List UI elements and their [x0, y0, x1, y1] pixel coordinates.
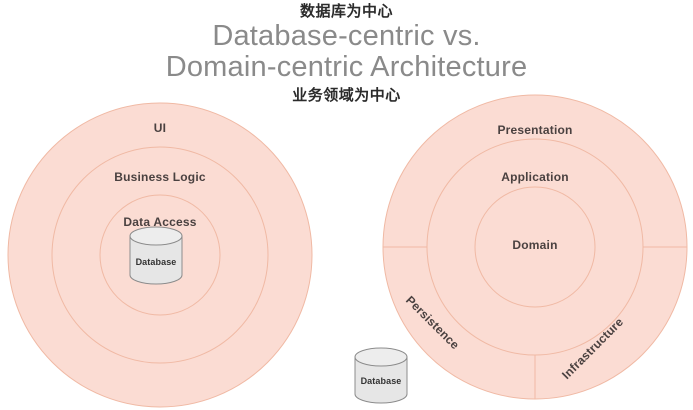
- external-database-cylinder[interactable]: [354, 347, 408, 404]
- left-label-ui: UI: [153, 121, 167, 135]
- right-label-application: Application: [501, 170, 569, 184]
- right-label-presentation: Presentation: [497, 123, 573, 137]
- left-label-business-logic: Business Logic: [114, 170, 206, 184]
- right-label-domain: Domain: [512, 238, 558, 252]
- external-database-label: Database: [360, 376, 402, 386]
- right-architecture-group: [382, 94, 688, 400]
- left-database-label: Database: [135, 257, 177, 267]
- right-ring-domain[interactable]: [474, 186, 596, 308]
- left-label-data-access: Data Access: [123, 215, 197, 229]
- left-database-cylinder[interactable]: [129, 226, 183, 285]
